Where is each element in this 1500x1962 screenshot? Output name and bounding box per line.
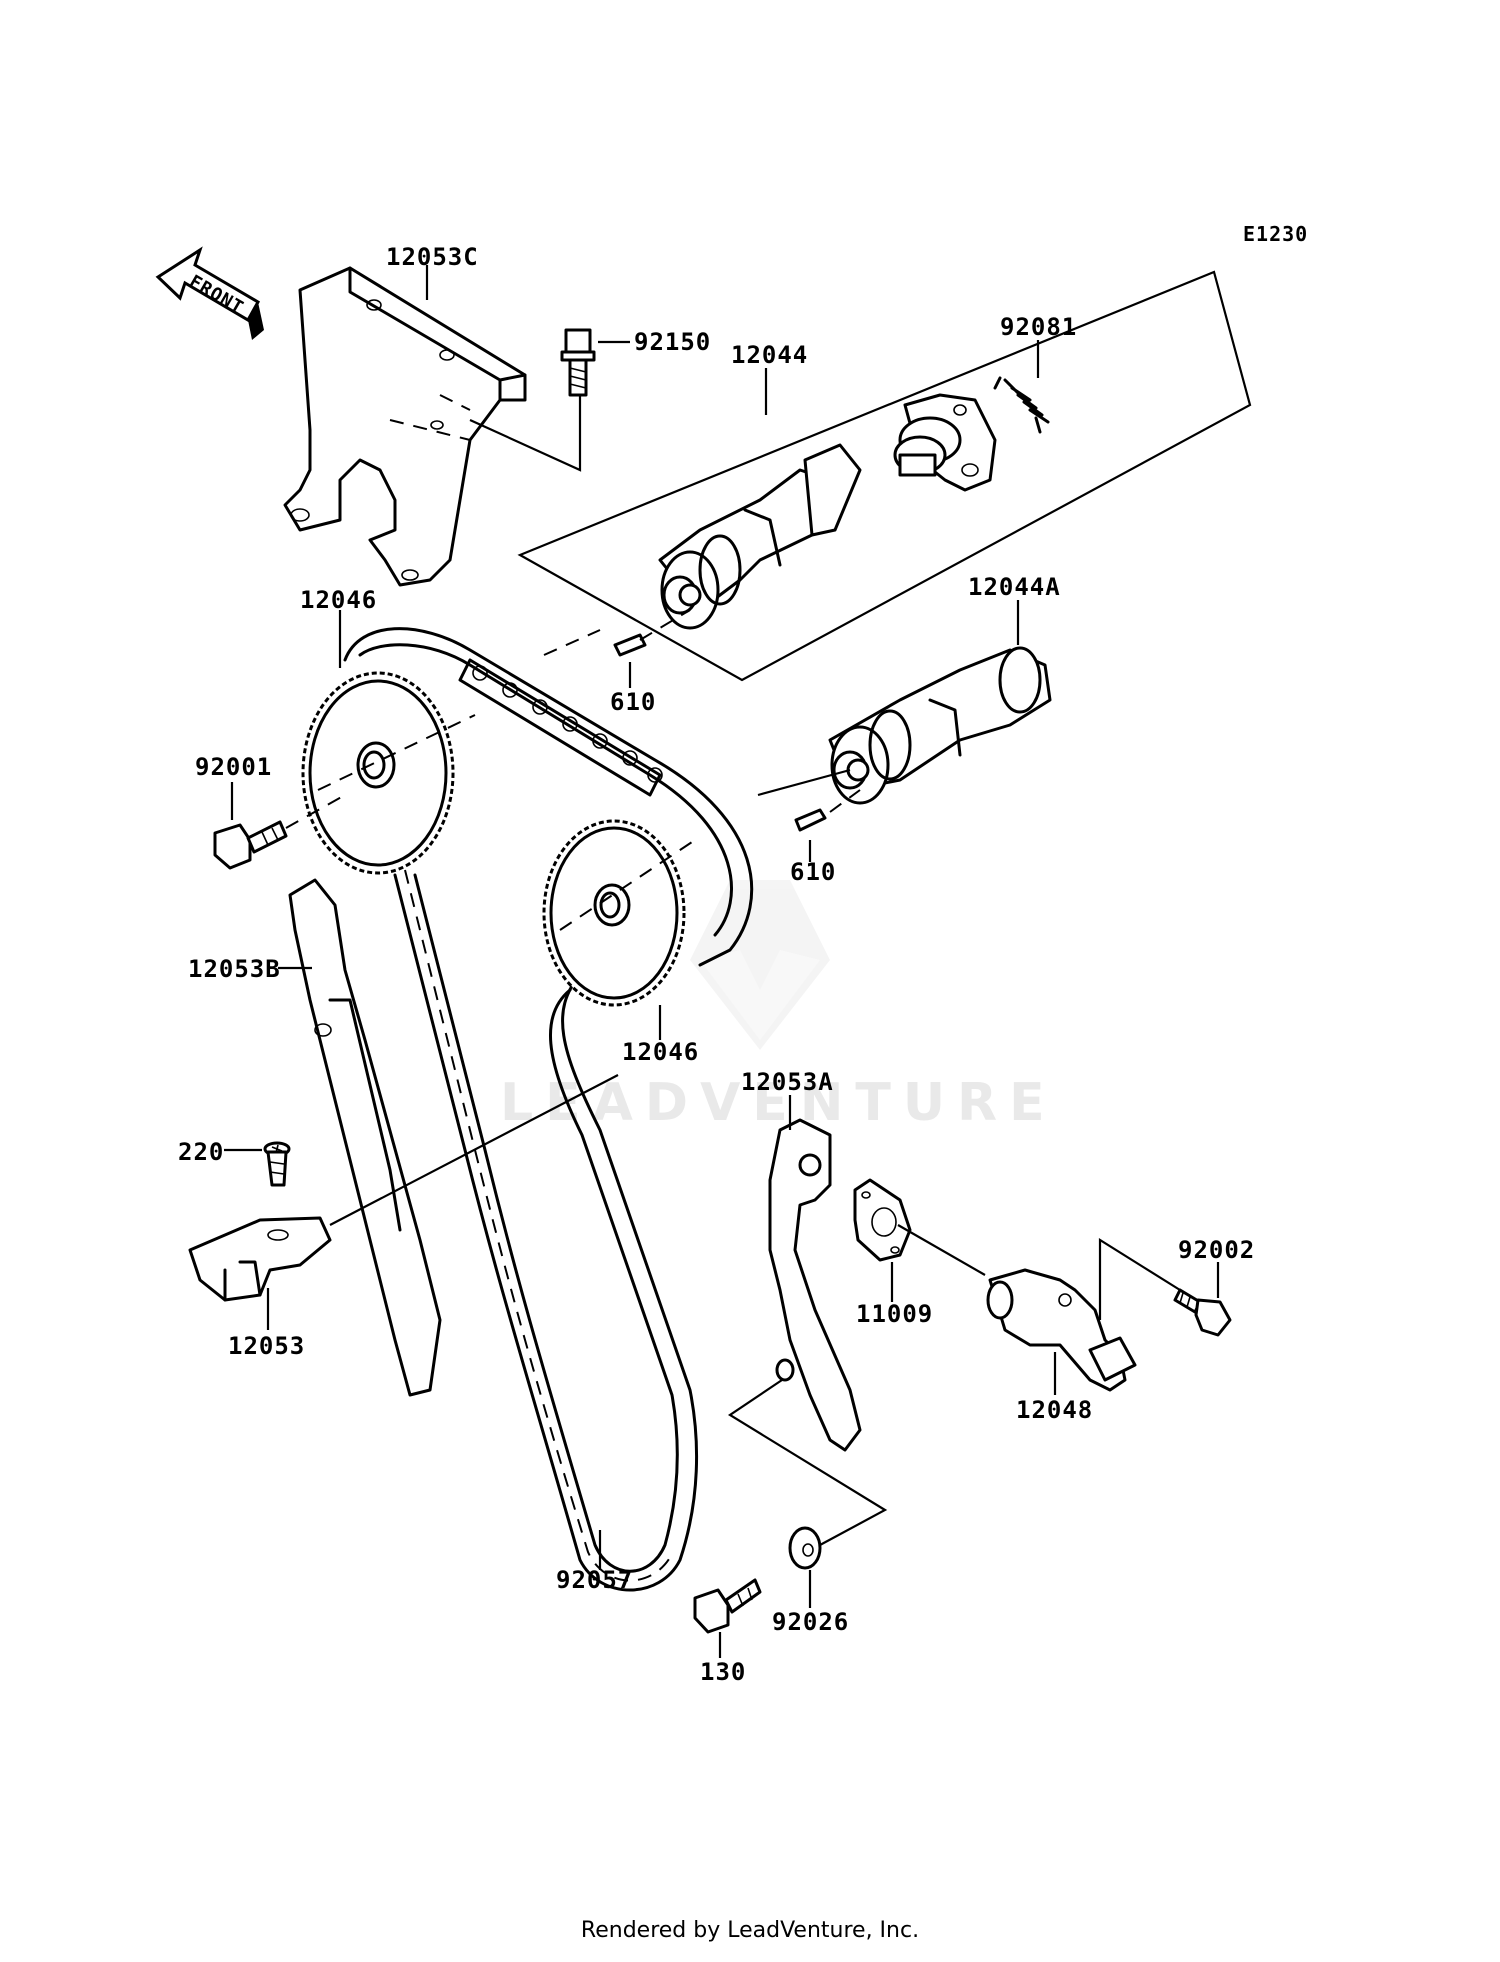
label-92081: 92081 xyxy=(1000,313,1077,341)
bolt-92001-icon xyxy=(213,820,288,870)
camshaft-12044A xyxy=(828,646,1052,805)
bolt-92150-icon xyxy=(560,328,596,397)
label-11009: 11009 xyxy=(856,1300,933,1328)
dowel-610-mid xyxy=(794,808,827,832)
label-12048: 12048 xyxy=(1016,1396,1093,1424)
label-130: 130 xyxy=(700,1658,746,1686)
clamp-12053 xyxy=(188,1216,332,1302)
sprocket-12046-mid xyxy=(542,819,686,1007)
guide-12053B xyxy=(288,878,442,1397)
guide-12053A xyxy=(768,1118,862,1452)
screw-220-icon xyxy=(263,1141,291,1187)
decomp-lever xyxy=(893,393,997,492)
label-220: 220 xyxy=(178,1138,224,1166)
diagram-code: E1230 xyxy=(1243,222,1308,246)
tensioner-12048 xyxy=(986,1268,1137,1392)
sprocket-12046-top xyxy=(301,671,455,875)
label-12044: 12044 xyxy=(731,341,808,369)
gasket-11009 xyxy=(853,1178,912,1262)
watermark-text: LEADVENTURE xyxy=(500,1073,1057,1133)
label-610-mid: 610 xyxy=(790,858,836,886)
label-12053B: 12053B xyxy=(188,955,281,983)
label-12053: 12053 xyxy=(228,1332,305,1360)
footer-credit: Rendered by LeadVenture, Inc. xyxy=(580,1918,920,1943)
label-12046-mid: 12046 xyxy=(622,1038,699,1066)
front-arrow-icon: FRONT xyxy=(155,246,264,340)
bolt-92002-icon xyxy=(1173,1288,1232,1337)
cam-chain-92057 xyxy=(343,627,754,1592)
camshaft-12044 xyxy=(658,443,862,630)
watermark-logo xyxy=(690,880,830,1050)
label-92026: 92026 xyxy=(772,1608,849,1636)
label-92150: 92150 xyxy=(634,328,711,356)
label-610-top: 610 xyxy=(610,688,656,716)
label-92001: 92001 xyxy=(195,753,272,781)
spring-92081 xyxy=(993,376,1050,434)
label-12046-top: 12046 xyxy=(300,586,377,614)
camshaft-12044-outline xyxy=(517,270,1252,682)
washer-92026 xyxy=(788,1526,822,1570)
bracket-12053C xyxy=(283,266,582,587)
dowel-610-top xyxy=(613,633,647,657)
label-92002: 92002 xyxy=(1178,1236,1255,1264)
label-92057: 92057 xyxy=(556,1566,633,1594)
chain-links xyxy=(458,658,663,797)
bolt-130-icon xyxy=(693,1578,762,1634)
label-12053A: 12053A xyxy=(741,1068,834,1096)
label-12044A: 12044A xyxy=(968,573,1061,601)
label-12053C: 12053C xyxy=(386,243,479,271)
